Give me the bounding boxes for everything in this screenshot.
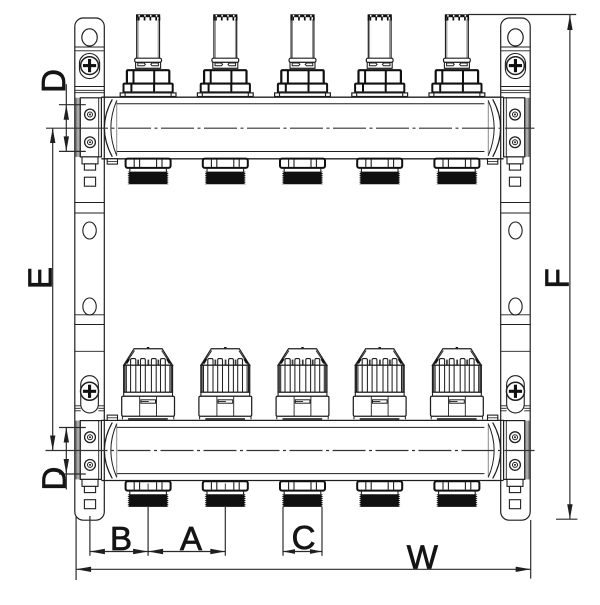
svg-text:D: D	[35, 69, 72, 93]
svg-text:B: B	[110, 520, 132, 557]
svg-text:F: F	[538, 268, 575, 288]
svg-text:A: A	[180, 520, 202, 557]
svg-text:E: E	[22, 267, 59, 289]
svg-text:D: D	[36, 467, 73, 491]
svg-text:W: W	[407, 539, 439, 576]
svg-text:C: C	[292, 519, 316, 556]
